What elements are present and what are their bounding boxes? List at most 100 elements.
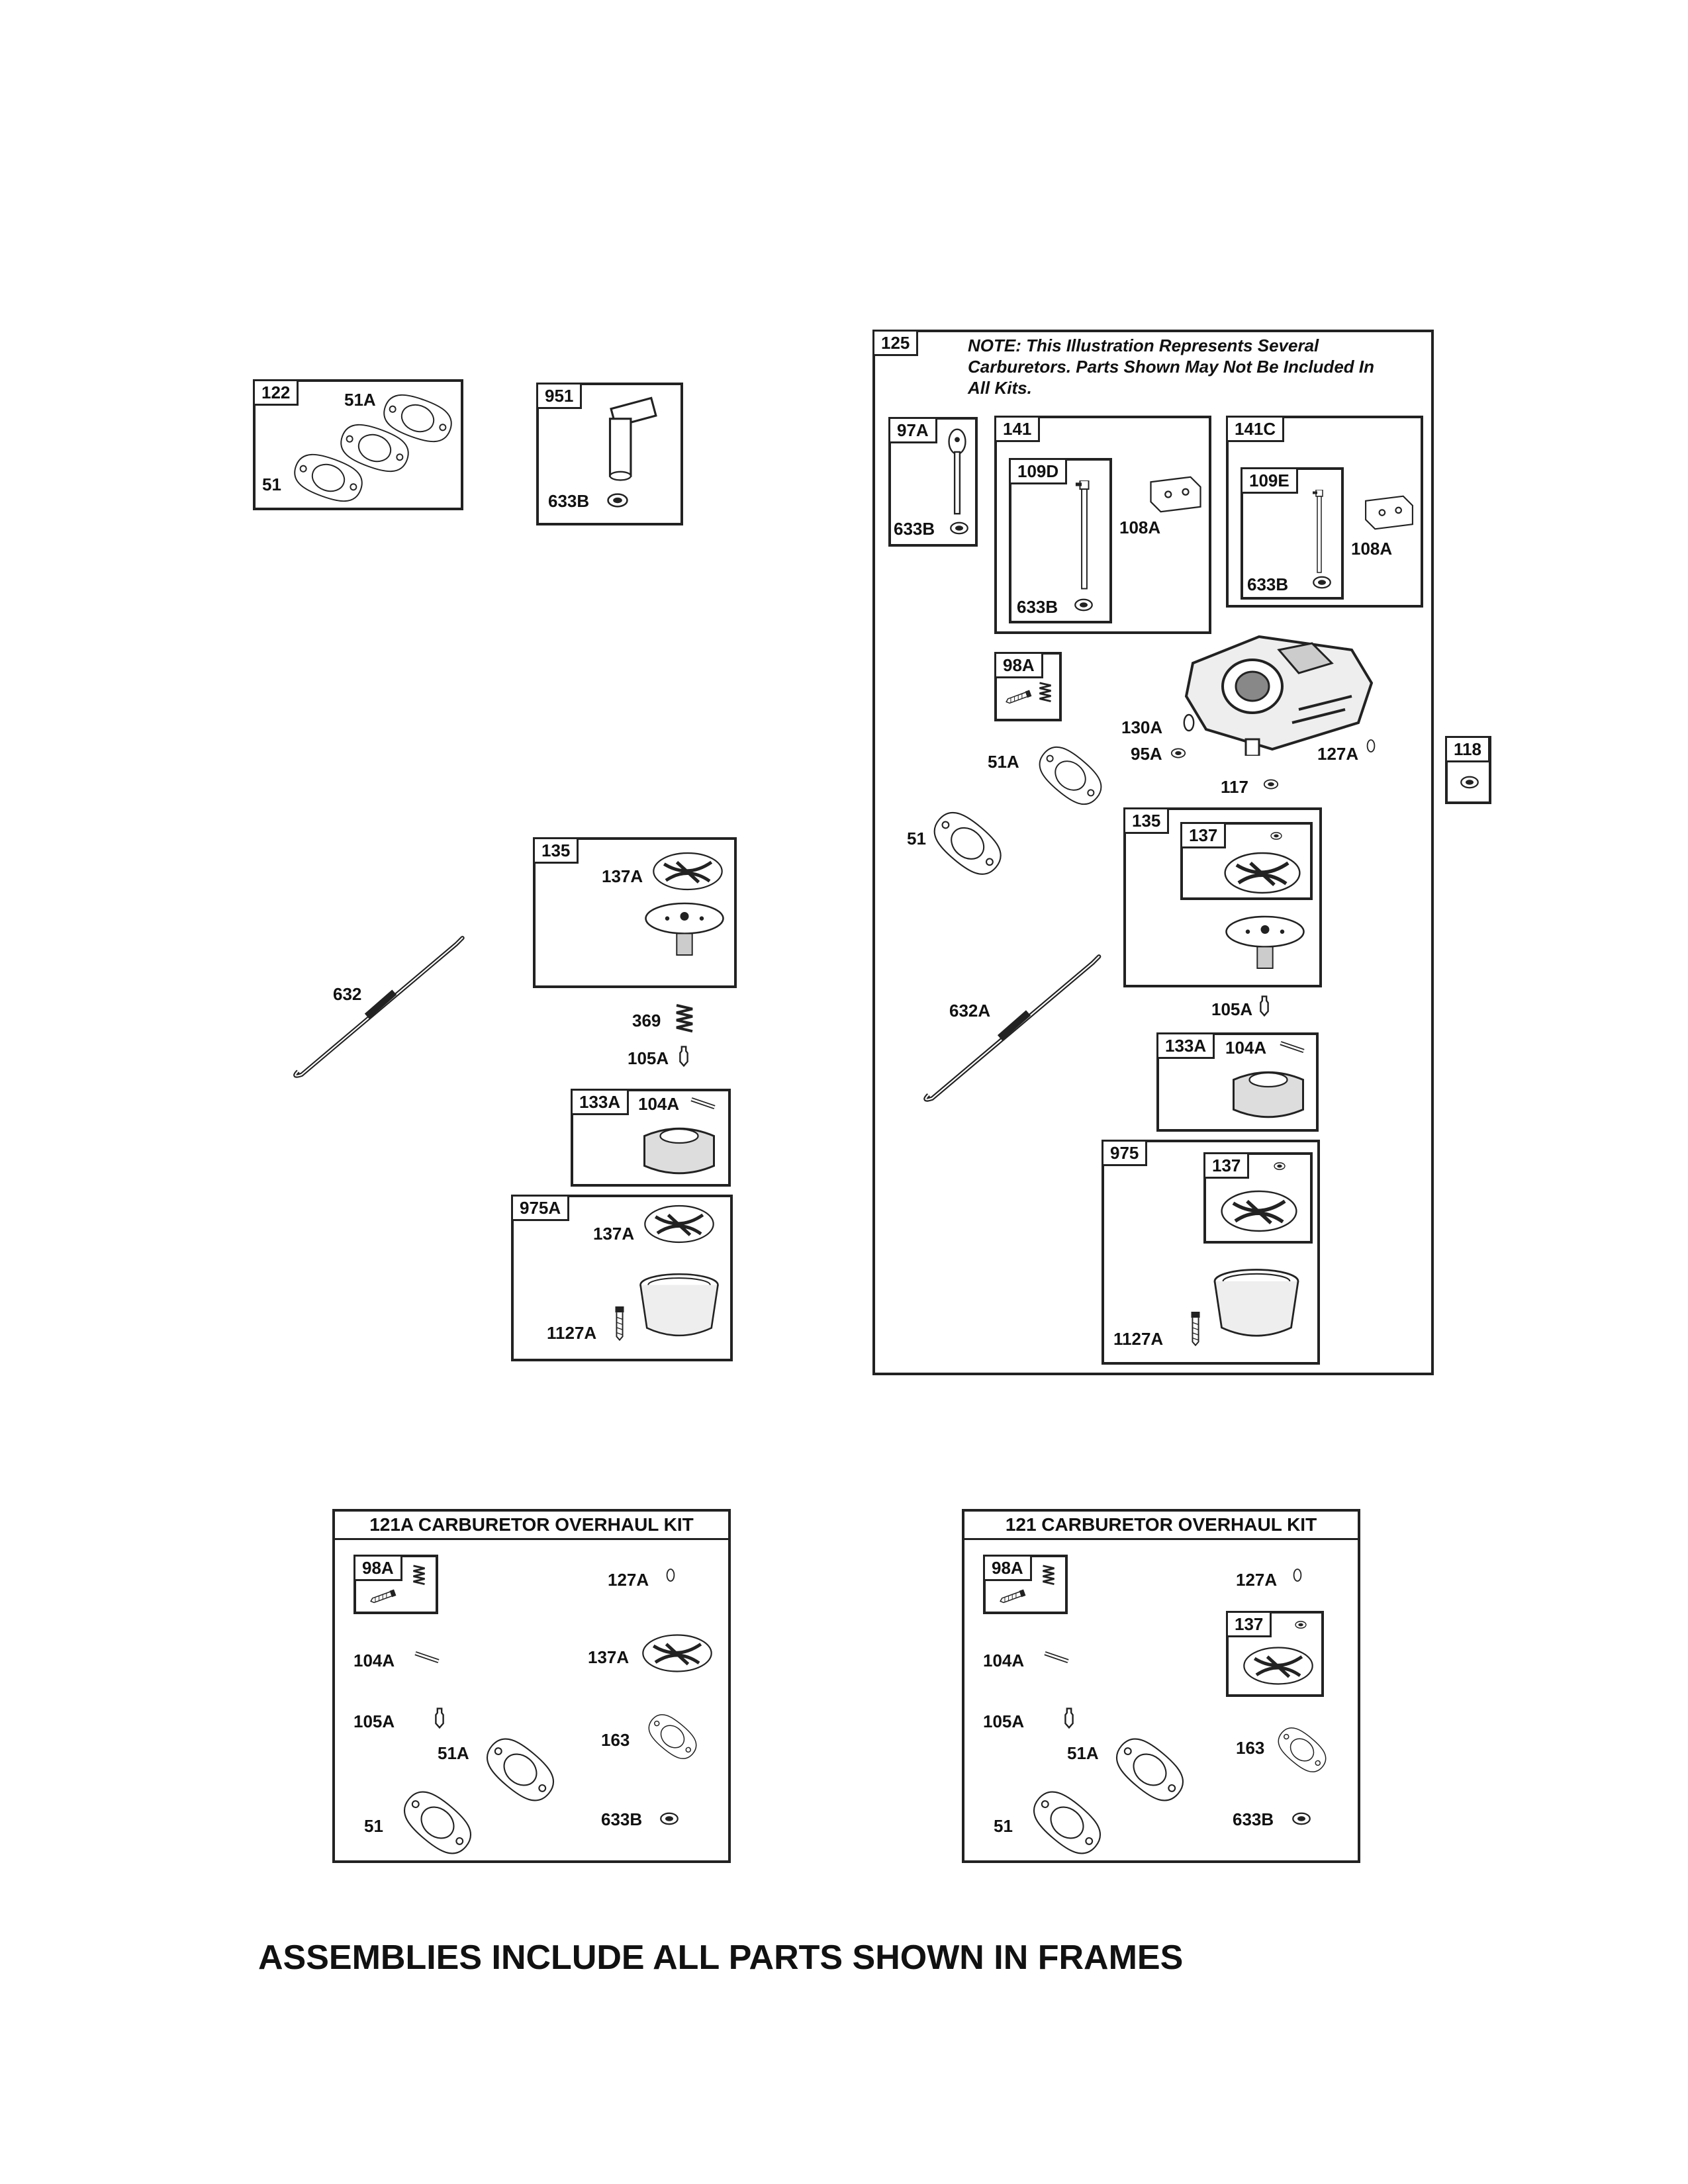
nut-118-drawing	[1460, 774, 1479, 790]
part-tag-133a: 133A	[1156, 1032, 1215, 1059]
diaphragm-137a-drawing	[641, 1631, 714, 1676]
link-rod-632-drawing	[291, 930, 470, 1082]
gasket-163-drawing	[1269, 1723, 1335, 1776]
frame-135-inner: 135 137	[1123, 807, 1322, 987]
label-163: 163	[601, 1730, 630, 1750]
gasket-51a-drawing	[474, 1737, 567, 1803]
frame-137: 137	[1226, 1611, 1324, 1697]
part-tag-133a: 133A	[571, 1089, 630, 1115]
pin-104a-drawing	[1043, 1649, 1070, 1664]
gasket-51a-drawing	[1103, 1737, 1196, 1803]
label-105a: 105A	[1211, 999, 1253, 1019]
nut-633b-drawing	[659, 1811, 679, 1827]
part-tag-98a: 98A	[353, 1555, 402, 1581]
label-51a: 51A	[344, 390, 376, 410]
jet-105a-drawing	[1259, 995, 1270, 1017]
jet-117-drawing	[1263, 777, 1279, 792]
label-633b: 633B	[601, 1809, 643, 1829]
bracket-108a-drawing	[1361, 491, 1417, 534]
frame-137: 137	[1203, 1152, 1313, 1244]
label-137a: 137A	[602, 866, 643, 886]
part-tag-137: 137	[1226, 1611, 1272, 1637]
label-632: 632	[333, 984, 362, 1004]
part-tag-109e: 109E	[1241, 467, 1298, 494]
part-tag-975a: 975A	[511, 1195, 570, 1221]
jet-105a-drawing	[679, 1046, 689, 1067]
oring-drawing	[1272, 1161, 1287, 1171]
oring-127a-drawing	[665, 1566, 677, 1584]
label-1127a: 1127A	[1113, 1329, 1164, 1349]
label-51a: 51A	[1067, 1743, 1099, 1763]
label-51: 51	[994, 1816, 1013, 1836]
jet-105a-drawing	[434, 1707, 445, 1729]
bowl-drawing	[1210, 1255, 1303, 1354]
nut-drawing	[1312, 574, 1332, 590]
part-tag-975: 975	[1102, 1140, 1148, 1166]
gasket-51-drawing	[921, 809, 1014, 878]
bowl-drawing	[636, 1260, 722, 1353]
link-rod-632a-drawing	[921, 948, 1107, 1107]
frame-133a-inner: 133A 104A	[1156, 1032, 1319, 1132]
carburetor-note: NOTE: This Illustration Represents Sever…	[968, 336, 1374, 398]
label-108a: 108A	[1119, 518, 1161, 537]
label-130a: 130A	[1121, 717, 1163, 737]
float-drawing	[639, 1121, 719, 1181]
gasket-163-drawing	[639, 1710, 706, 1763]
oring-drawing	[1269, 831, 1284, 841]
plate-drawing	[641, 896, 727, 962]
frame-98a: 98A	[994, 652, 1062, 721]
label-51a: 51A	[988, 752, 1019, 772]
frame-975: 975 137 1127A	[1102, 1140, 1320, 1365]
nut-drawing	[949, 520, 969, 536]
label-137a: 137A	[588, 1647, 630, 1667]
spring-drawing	[1037, 681, 1054, 704]
part-tag-137: 137	[1180, 822, 1227, 848]
pin-104a-drawing	[689, 1095, 717, 1110]
gasket-51-drawing	[285, 448, 371, 508]
gasket-51a-drawing	[1027, 743, 1113, 809]
label-51: 51	[262, 475, 281, 494]
diaphragm-130a-drawing	[1181, 708, 1197, 737]
label-104a: 104A	[983, 1651, 1025, 1670]
label-369: 369	[632, 1011, 661, 1030]
frame-122: 122 51A 51	[253, 379, 463, 510]
part-tag-118: 118	[1445, 736, 1490, 762]
plate-drawing	[1222, 909, 1308, 976]
frame-121a-overhaul-kit: 121A CARBURETOR OVERHAUL KIT 98A 127A 10…	[332, 1509, 731, 1863]
label-633b: 633B	[548, 491, 590, 511]
nut-95a-drawing	[1170, 747, 1186, 760]
frame-137: 137	[1180, 822, 1313, 900]
part-tag-141: 141	[994, 416, 1041, 442]
label-104a: 104A	[1225, 1038, 1267, 1058]
label-127a: 127A	[1317, 744, 1359, 764]
spring-drawing	[410, 1564, 428, 1586]
label-633b: 633B	[1233, 1809, 1274, 1829]
frame-98a: 98A	[983, 1555, 1068, 1614]
screw-1127a-drawing	[1189, 1312, 1202, 1346]
label-127a: 127A	[608, 1570, 649, 1590]
screw-drawing	[999, 1584, 1025, 1610]
pin-104a-drawing	[413, 1649, 441, 1664]
label-108a: 108A	[1351, 539, 1393, 559]
frame-125: 125 NOTE: This Illustration Represents S…	[872, 330, 1434, 1375]
part-tag-141c: 141C	[1226, 416, 1285, 442]
label-105a: 105A	[628, 1048, 669, 1068]
nut-drawing	[606, 491, 629, 510]
label-1127a: 1127A	[547, 1323, 597, 1343]
diaphragm-drawing	[643, 1203, 716, 1246]
frame-98a: 98A	[353, 1555, 438, 1614]
part-tag-135: 135	[1123, 807, 1170, 834]
spring-369-drawing	[674, 1003, 695, 1034]
frame-109d: 109D 633B	[1009, 458, 1112, 623]
diaphragm-drawing	[1242, 1643, 1315, 1688]
part-tag-98a: 98A	[994, 652, 1043, 678]
diaphragm-drawing	[1223, 850, 1302, 896]
frame-118: 118	[1445, 736, 1491, 804]
screw-1127a-drawing	[613, 1306, 626, 1341]
part-tag-122: 122	[253, 379, 299, 406]
label-632a: 632A	[949, 1001, 991, 1021]
nut-633b-drawing	[1291, 1811, 1311, 1827]
part-tag-135: 135	[533, 837, 579, 864]
label-105a: 105A	[353, 1711, 395, 1731]
frame-141: 141 109D 633B 108A	[994, 416, 1211, 634]
